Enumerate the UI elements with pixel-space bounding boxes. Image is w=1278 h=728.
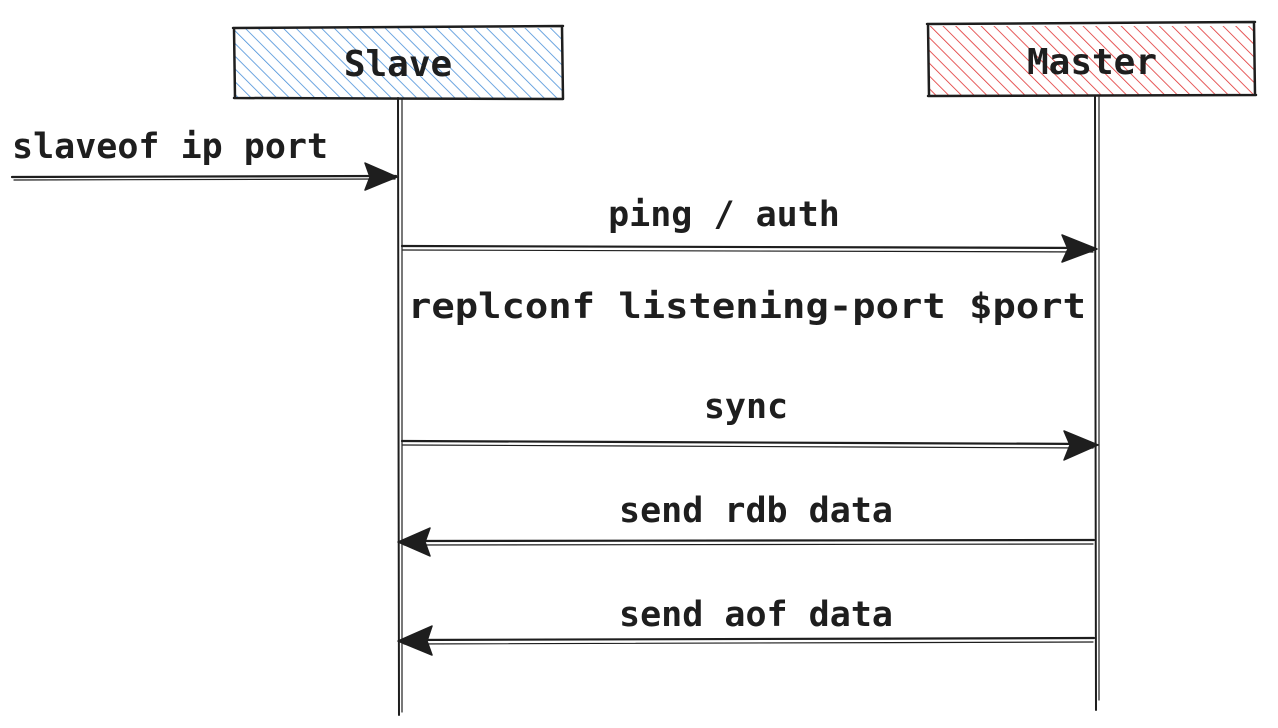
message-sync: sync (400, 387, 1099, 461)
arrowhead (397, 527, 431, 557)
slave-box (234, 28, 562, 98)
master-lifeline (1094, 95, 1100, 711)
arrowhead (1063, 430, 1099, 461)
message-send-aof: send aof data (397, 595, 1096, 656)
message-label: sync (704, 387, 788, 427)
message-replconf: replconf listening-port $port (408, 287, 1086, 327)
arrowhead (1061, 234, 1098, 263)
slave-label: Slave (344, 44, 452, 85)
message-label: slaveof ip port (12, 127, 328, 167)
arrowhead (397, 625, 433, 656)
message-slaveof: slaveof ip port (10, 127, 398, 191)
message-label: send aof data (619, 595, 893, 635)
master-box (928, 26, 1254, 96)
message-ping-auth: ping / auth (400, 195, 1098, 263)
message-label: replconf listening-port $port (408, 287, 1086, 327)
message-send-rdb: send rdb data (397, 491, 1096, 557)
master-participant: Master (925, 20, 1258, 98)
slave-lifeline (397, 97, 403, 716)
master-label: Master (1027, 42, 1157, 83)
message-label: send rdb data (619, 491, 893, 531)
arrowhead (364, 162, 398, 191)
slave-participant: Slave (231, 24, 565, 101)
message-label: ping / auth (608, 195, 840, 235)
